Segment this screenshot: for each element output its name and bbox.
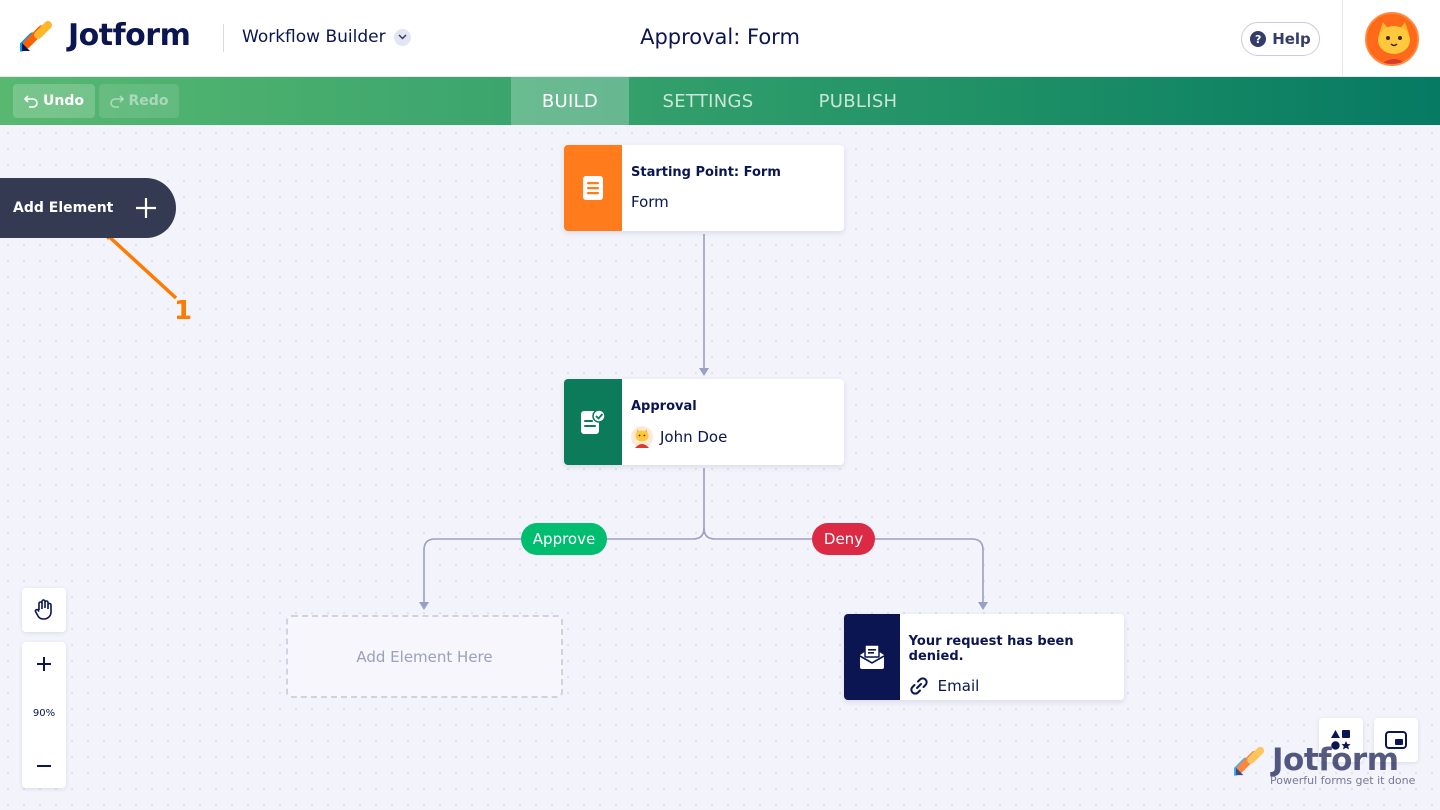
link-icon (910, 677, 928, 695)
node-starting-point[interactable]: Starting Point: Form Form (564, 145, 844, 231)
branch-deny-label[interactable]: Deny (812, 523, 875, 555)
pan-hand-button[interactable] (22, 588, 66, 632)
hand-icon (34, 599, 52, 620)
workflow-builder-label: Workflow Builder (242, 27, 386, 47)
zoom-controls: 90% (22, 642, 66, 788)
node-start-icon-box (564, 145, 622, 231)
watermark-brand: Jotform (1272, 742, 1399, 778)
node-email-icon-box (844, 614, 900, 700)
arrowhead-approval (699, 368, 709, 376)
jotform-watermark: Jotform Powerful forms get it done (1234, 742, 1415, 787)
minus-icon (37, 765, 51, 767)
tab-publish[interactable]: PUBLISH (818, 90, 898, 112)
minimap-icon (1385, 731, 1407, 749)
redo-button[interactable]: Redo (99, 84, 179, 118)
avatar-cat-icon (1367, 14, 1417, 64)
jotform-logo[interactable]: Jotform (20, 18, 191, 53)
redo-icon (109, 95, 124, 108)
node-denied-email[interactable]: Your request has been denied. Email (844, 614, 1124, 700)
workflow-canvas[interactable] (0, 125, 1440, 810)
workflow-builder-dropdown[interactable]: Workflow Builder (242, 27, 411, 47)
undo-label: Undo (43, 93, 84, 109)
node-approval[interactable]: Approval John Doe (564, 379, 844, 465)
page-title: Approval: Form (640, 25, 800, 49)
add-element-button[interactable]: Add Element (0, 178, 176, 238)
node-approval-title: Approval (631, 399, 697, 414)
redo-label: Redo (128, 93, 169, 109)
zoom-level: 90% (32, 708, 56, 719)
node-approval-icon-box (564, 379, 622, 465)
zoom-out-button[interactable] (22, 744, 66, 788)
approval-icon (581, 409, 606, 434)
brand-name: Jotform (68, 18, 191, 53)
add-element-label: Add Element (13, 200, 114, 216)
header-divider (223, 24, 224, 52)
node-approval-assignee: John Doe (660, 428, 728, 446)
branch-approve-label[interactable]: Approve (521, 523, 607, 555)
node-start-subtitle: Form (631, 193, 669, 211)
watermark-tagline: Powerful forms get it done (1270, 774, 1416, 787)
help-label: Help (1272, 30, 1311, 48)
plus-icon (136, 198, 156, 218)
node-denied-channel: Email (937, 677, 980, 695)
shapes-icon (1331, 730, 1351, 750)
arrowhead-denied (978, 602, 988, 610)
assignee-avatar (631, 426, 653, 448)
annotation-number: 1 (174, 296, 193, 326)
builder-toolbar: Undo Redo BUILD SETTINGS PUBLISH (0, 77, 1440, 125)
top-header: Jotform Workflow Builder Approval: Form … (0, 0, 1440, 77)
minimap-button[interactable] (1374, 718, 1418, 762)
connector-deny-branch (703, 527, 984, 604)
header-divider-right (1342, 0, 1343, 77)
email-icon (859, 644, 885, 669)
plus-icon (37, 657, 51, 671)
tab-settings[interactable]: SETTINGS (662, 90, 754, 112)
undo-icon (24, 95, 38, 108)
add-element-here-dropzone[interactable]: Add Element Here (286, 615, 563, 698)
zoom-in-button[interactable] (22, 642, 66, 686)
help-button[interactable]: ? Help (1241, 22, 1320, 56)
annotation-arrow (102, 230, 178, 300)
jotform-logo-icon (20, 20, 52, 52)
chevron-down-icon (393, 28, 411, 46)
undo-button[interactable]: Undo (13, 84, 95, 118)
shapes-button[interactable] (1319, 718, 1363, 762)
tab-build[interactable]: BUILD (511, 77, 629, 125)
arrowhead-placeholder (419, 602, 429, 610)
node-denied-title: Your request has been denied. (908, 634, 1074, 664)
user-avatar[interactable] (1365, 12, 1419, 66)
node-start-title: Starting Point: Form (631, 165, 781, 180)
help-icon: ? (1250, 31, 1267, 47)
watermark-logo-icon (1234, 746, 1265, 776)
form-icon (583, 176, 603, 200)
